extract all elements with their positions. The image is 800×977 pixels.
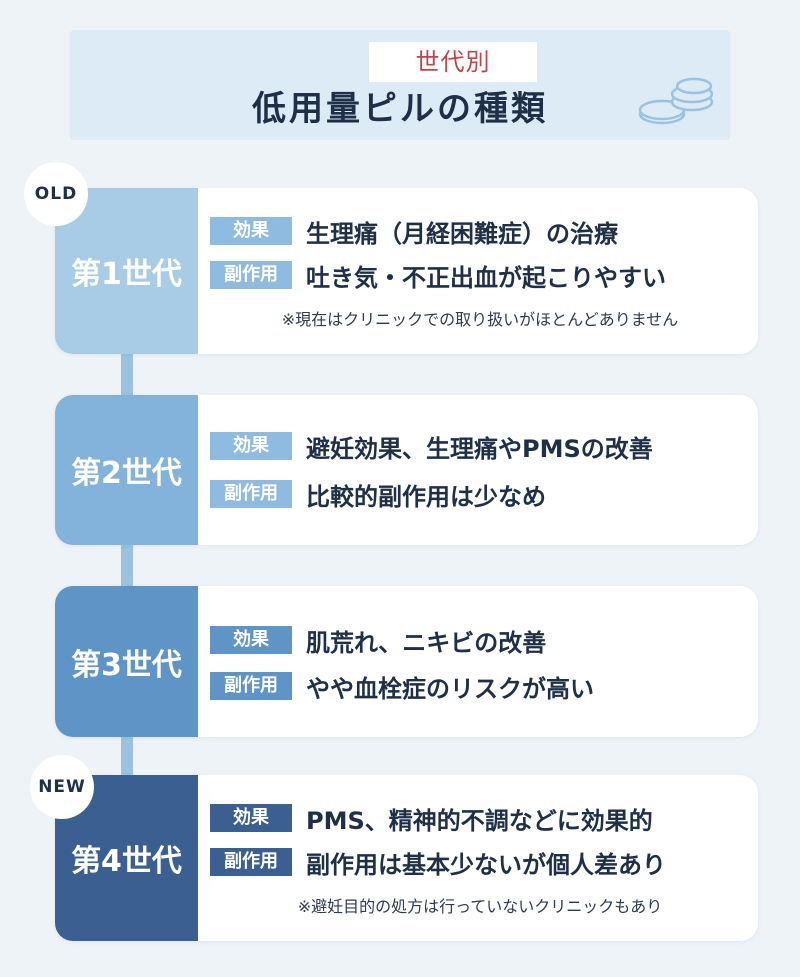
generation-content-1: 効果 生理痛（月経困難症）の治療 副作用 吐き気・不正出血が起こりやすい ※現在… [210,188,748,354]
side-effect-text: 吐き気・不正出血が起こりやすい [306,263,666,292]
side-effect-row: 副作用 吐き気・不正出血が起こりやすい [210,256,666,294]
side-effect-row: 副作用 副作用は基本少ないが個人差あり [210,843,666,881]
effect-tag: 効果 [210,217,292,245]
side-effect-text: 比較的副作用は少なめ [306,482,546,511]
generation-content-3: 効果 肌荒れ、ニキビの改善 副作用 やや血栓症のリスクが高い [210,586,748,737]
timeline-connector-2 [121,543,133,588]
effect-row: 効果 肌荒れ、ニキビの改善 [210,621,546,659]
side-effect-tag: 副作用 [210,261,292,289]
effect-row: 効果 生理痛（月経困難症）の治療 [210,212,618,250]
effect-tag: 効果 [210,432,292,460]
side-effect-tag: 副作用 [210,480,292,508]
generation-card-2: 第2世代 効果 避妊効果、生理痛やPMSの改善 副作用 比較的副作用は少なめ [55,395,758,545]
effect-row: 効果 PMS、精神的不調などに効果的 [210,799,653,837]
generation-label-3: 第3世代 [55,586,198,737]
generation-note: ※現在はクリニックでの取り扱いがほとんどありません [281,310,679,329]
effect-tag: 効果 [210,804,292,832]
header-subtitle: 世代別 [369,42,537,82]
side-effect-tag: 副作用 [210,848,292,876]
generation-card-3: 第3世代 効果 肌荒れ、ニキビの改善 副作用 やや血栓症のリスクが高い [55,586,758,737]
effect-text: 生理痛（月経困難症）の治療 [306,219,618,248]
side-effect-row: 副作用 やや血栓症のリスクが高い [210,667,594,705]
side-effect-text: 副作用は基本少ないが個人差あり [306,850,666,879]
generation-content-2: 効果 避妊効果、生理痛やPMSの改善 副作用 比較的副作用は少なめ [210,395,748,545]
side-effect-row: 副作用 比較的副作用は少なめ [210,475,546,513]
effect-text: 肌荒れ、ニキビの改善 [306,628,547,657]
side-effect-text: やや血栓症のリスクが高い [306,674,594,703]
effect-tag: 効果 [210,626,292,654]
new-badge: NEW [30,755,94,819]
effect-row: 効果 避妊効果、生理痛やPMSの改善 [210,427,653,465]
generation-content-4: 効果 PMS、精神的不調などに効果的 副作用 副作用は基本少ないが個人差あり ※… [210,775,748,941]
generation-note: ※避妊目的の処方は行っていないクリニックもあり [297,897,663,916]
side-effect-tag: 副作用 [210,672,292,700]
generation-card-4: 第4世代 効果 PMS、精神的不調などに効果的 副作用 副作用は基本少ないが個人… [55,775,758,941]
effect-text: 避妊効果、生理痛やPMSの改善 [306,434,653,463]
timeline-connector-3 [121,735,133,777]
effect-text: PMS、精神的不調などに効果的 [306,806,653,835]
generation-card-1: 第1世代 効果 生理痛（月経困難症）の治療 副作用 吐き気・不正出血が起こりやす… [55,188,758,354]
old-badge: OLD [24,162,88,226]
header-banner: 世代別 低用量ピルの種類 [70,30,730,140]
generation-label-2: 第2世代 [55,395,198,545]
timeline-connector-1 [121,352,133,397]
page-title: 低用量ピルの種類 [252,89,548,129]
pills-icon [638,77,714,125]
